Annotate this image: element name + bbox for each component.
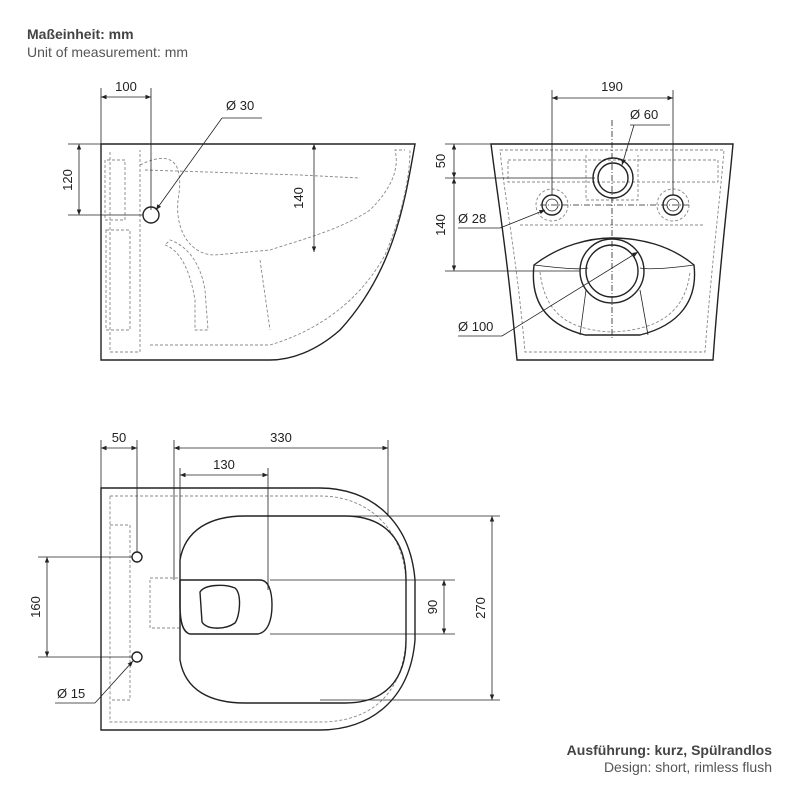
top-dim-hole-spacing: 160 [28, 596, 43, 618]
side-dim-width: 100 [115, 79, 137, 94]
rear-view-outline [490, 143, 734, 361]
rear-dim-outlet: Ø 100 [458, 319, 493, 334]
top-view-hole-upper [131, 551, 143, 563]
side-view-hidden-channel [109, 149, 405, 353]
side-dim-height: 120 [60, 169, 75, 191]
side-view-outline [100, 143, 416, 361]
top-dim-hole-diameter: Ø 15 [57, 686, 85, 701]
side-view: 100 120 Ø 30 140 [60, 79, 416, 361]
rear-dim-bolt-holes: Ø 28 [458, 211, 486, 226]
rear-view: 190 Ø 60 50 140 Ø 28 Ø 100 [433, 79, 734, 361]
top-view-hole-lower [131, 651, 143, 663]
footer: Ausführung: kurz, Spülrandlos Design: sh… [567, 742, 772, 776]
top-dim-width: 270 [473, 597, 488, 619]
top-view-outline [100, 487, 416, 731]
rear-dim-height: 140 [433, 214, 448, 236]
header: Maßeinheit: mm Unit of measurement: mm [27, 25, 188, 61]
design-label-de: Ausführung: kurz, Spülrandlos [566, 742, 772, 758]
top-dim-bowl: 130 [213, 457, 235, 472]
design-label-en: Design: short, rimless flush [603, 759, 772, 775]
rear-view-inlet [592, 157, 634, 199]
unit-label-de: Maßeinheit: mm [27, 26, 134, 42]
unit-label-en: Unit of measurement: mm [27, 44, 189, 60]
top-dim-bowl-width: 90 [425, 600, 440, 614]
rear-dim-top: 50 [433, 154, 448, 168]
top-view-bowl [179, 515, 407, 704]
rear-dim-inlet: Ø 60 [630, 107, 658, 122]
top-view: 50 330 130 160 90 270 Ø 15 [28, 430, 500, 731]
rear-view-bowl [532, 237, 696, 336]
top-dim-rear: 50 [112, 430, 126, 445]
top-dim-length: 330 [270, 430, 292, 445]
side-dim-inlet-diameter: Ø 30 [226, 98, 254, 113]
rear-dim-bolt-spacing: 190 [601, 79, 623, 94]
side-dim-depth: 140 [291, 187, 306, 209]
